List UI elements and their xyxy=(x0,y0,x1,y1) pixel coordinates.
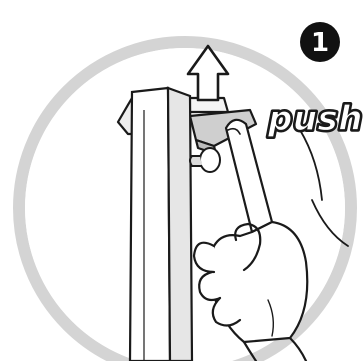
push-label: push xyxy=(267,99,363,139)
step-number: 1 xyxy=(311,28,329,58)
step-badge: 1 xyxy=(297,19,343,65)
post xyxy=(130,88,192,361)
push-label-group: push push xyxy=(267,99,363,139)
